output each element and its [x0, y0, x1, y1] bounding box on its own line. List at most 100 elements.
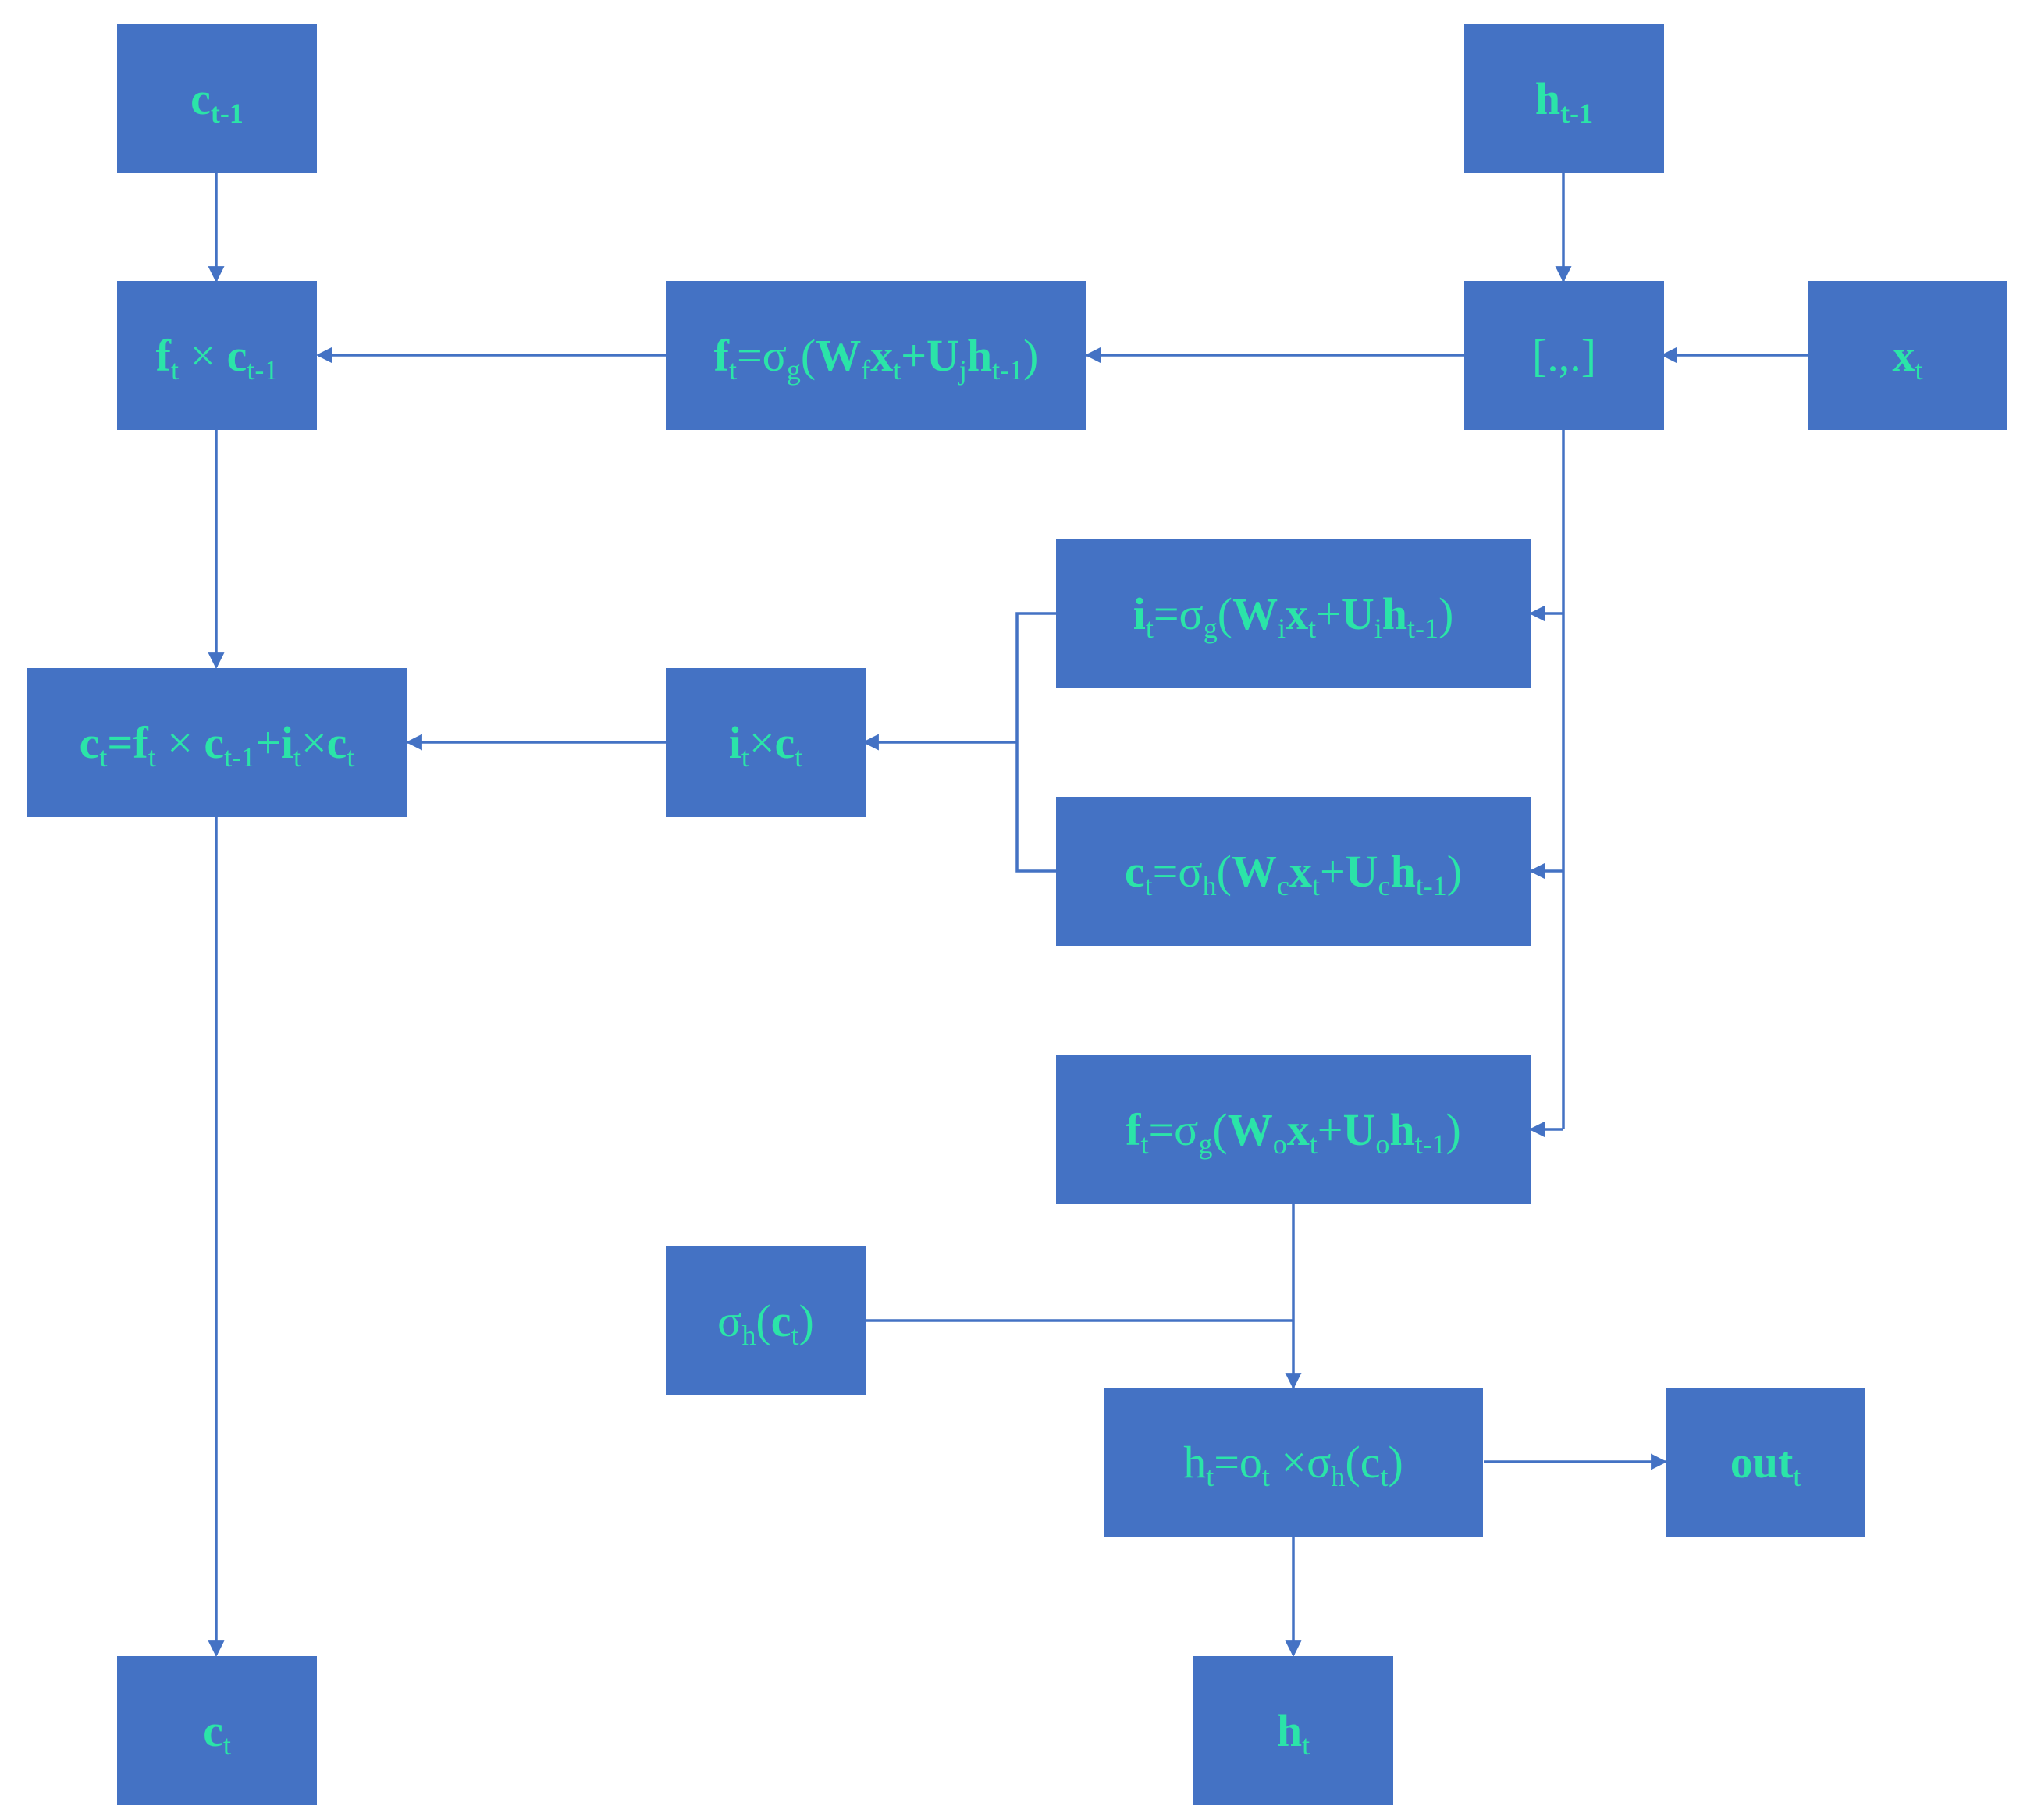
label-text: ): [1446, 1104, 1461, 1155]
label-subscript: t: [148, 741, 156, 773]
label-text: W: [816, 330, 862, 381]
label-subscript: t: [170, 354, 179, 386]
label-subscript: c: [1276, 869, 1289, 901]
label-text: W: [1231, 846, 1277, 897]
label-text: h: [1382, 588, 1407, 639]
node-label: ft × ct-1: [155, 329, 279, 384]
label-subscript: t: [1302, 1729, 1310, 1761]
label-text: U: [1345, 846, 1378, 897]
label-text: [.,.]: [1531, 330, 1597, 381]
label-subscript: t-1: [1415, 869, 1447, 901]
label-subscript: t: [222, 1729, 231, 1761]
label-text: U: [1341, 588, 1374, 639]
label-subscript: h: [1202, 869, 1217, 901]
node-label: ht-1: [1535, 73, 1593, 127]
label-subscript: t: [1793, 1460, 1801, 1492]
label-text: ): [1388, 1437, 1403, 1488]
label-text: ×: [155, 717, 204, 768]
input-gate-node: it=σg(Wixt+Uiht-1): [1056, 539, 1531, 688]
label-text: (c: [1345, 1437, 1381, 1488]
label-subscript: j: [958, 354, 967, 386]
label-text: =f: [107, 717, 148, 768]
label-text: h: [1389, 1104, 1415, 1155]
label-text: W: [1232, 588, 1278, 639]
forget-gate-node: ft=σg(Wfxt+Ujht-1): [666, 281, 1086, 430]
label-text: f: [1126, 1104, 1141, 1155]
label-text: c: [79, 717, 100, 768]
node-label: ct-1: [190, 73, 244, 127]
label-subscript: t: [1308, 612, 1317, 644]
label-text: h: [1390, 846, 1416, 897]
label-text: (: [756, 1296, 771, 1346]
label-text: x: [1286, 588, 1309, 639]
label-text: h: [1276, 1705, 1303, 1756]
label-text: x: [1892, 330, 1915, 381]
label-subscript: t: [728, 354, 737, 386]
label-text: σ: [717, 1296, 742, 1346]
label-subscript: f: [861, 354, 871, 386]
h-next-node: ht: [1193, 1656, 1393, 1805]
label-text: i: [1133, 588, 1146, 639]
label-text: ×: [300, 717, 327, 768]
label-text: f: [713, 330, 729, 381]
label-text: +: [255, 717, 281, 768]
label-text: ): [1023, 330, 1039, 381]
label-text: c: [326, 717, 347, 768]
sigma-c-node: σh(ct): [666, 1246, 866, 1395]
node-label: outt: [1730, 1436, 1801, 1491]
label-text: f: [155, 330, 171, 381]
label-subscript: t: [1380, 1460, 1389, 1492]
node-label: xt: [1892, 329, 1923, 384]
label-subscript: t: [1261, 1460, 1270, 1492]
line-gates-bracket: [1015, 612, 1056, 873]
label-subscript: t: [795, 741, 803, 773]
label-text: h: [1183, 1437, 1207, 1488]
label-subscript: t: [1145, 612, 1154, 644]
label-subscript: t: [1915, 354, 1923, 386]
label-text: ×σ: [1269, 1437, 1332, 1488]
label-text: =σ: [736, 330, 787, 381]
label-text: c: [1124, 846, 1145, 897]
node-label: ct: [203, 1704, 231, 1759]
label-subscript: g: [1203, 612, 1218, 644]
output-gate-node: ft=σg(Woxt+Uoht-1): [1056, 1055, 1531, 1204]
label-subscript: i: [1278, 612, 1286, 644]
h-prev-node: ht-1: [1464, 24, 1664, 173]
label-text: i: [280, 717, 293, 768]
label-subscript: g: [1198, 1128, 1213, 1160]
label-text: =o: [1214, 1437, 1262, 1488]
label-text: c: [204, 717, 225, 768]
node-label: [.,.]: [1532, 329, 1596, 382]
label-text: W: [1227, 1104, 1273, 1155]
label-text: ): [798, 1296, 814, 1346]
label-text: i: [728, 717, 741, 768]
label-text: +: [1317, 1104, 1343, 1155]
label-text: c: [203, 1705, 223, 1756]
label-text: c: [190, 73, 211, 124]
label-subscript: t: [741, 741, 749, 773]
label-text: U: [1342, 1104, 1376, 1155]
label-subscript: t-1: [224, 741, 256, 773]
label-subscript: t-1: [210, 97, 244, 129]
label-text: c: [226, 330, 247, 381]
node-label: ct=ft × ct-1+it×ct: [79, 716, 355, 771]
label-text: (: [1216, 846, 1232, 897]
node-label: it×ct: [728, 716, 803, 771]
label-text: out: [1730, 1437, 1794, 1488]
label-text: +: [1319, 846, 1346, 897]
node-label: ht=ot ×σh(ct): [1183, 1436, 1403, 1491]
label-text: c: [774, 717, 795, 768]
concat-node: [.,.]: [1464, 281, 1664, 430]
label-text: ): [1446, 846, 1463, 897]
label-subscript: t: [1206, 1460, 1214, 1492]
label-subscript: h: [741, 1319, 756, 1351]
x-input-node: xt: [1808, 281, 2007, 430]
label-text: (: [1212, 1104, 1228, 1155]
node-label: ft=σg(Woxt+Uoht-1): [1126, 1104, 1461, 1158]
label-subscript: t: [791, 1319, 799, 1351]
label-subscript: c: [1378, 869, 1391, 901]
label-text: +: [1316, 588, 1342, 639]
label-text: +: [901, 330, 926, 381]
candidate-node: ct=σh(Wcxt+Ucht-1): [1056, 797, 1531, 946]
